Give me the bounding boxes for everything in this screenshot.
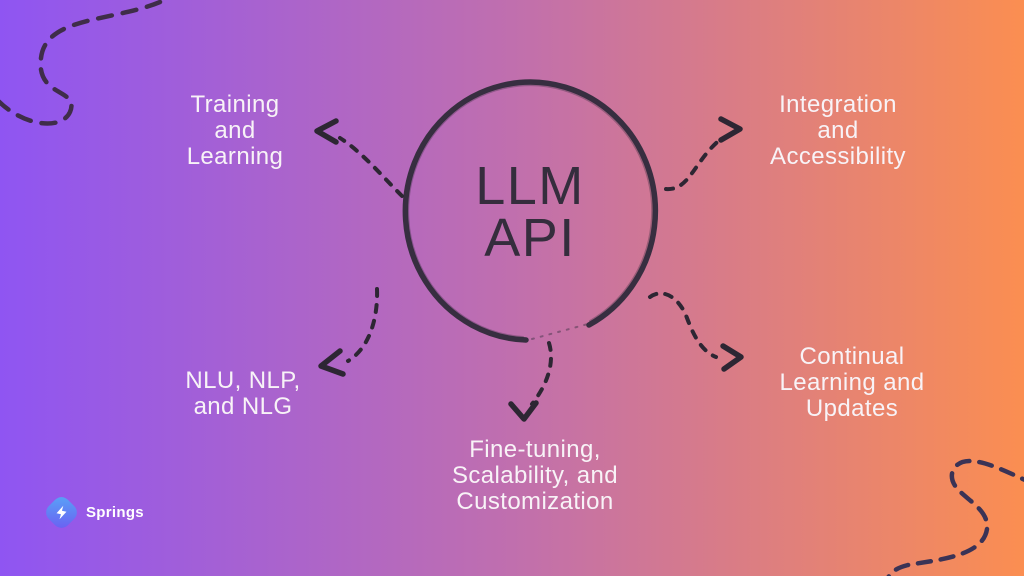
springs-logo-badge <box>42 493 81 532</box>
branch-label-integration: Integration and Accessibility <box>770 92 906 170</box>
finetuning-line-2: Scalability, and <box>451 462 619 489</box>
arrow-continual-head <box>720 343 744 372</box>
continual-line-1: Continual <box>799 343 905 370</box>
arrow-continual-trail <box>648 291 718 359</box>
training-line-2: and <box>214 117 256 144</box>
arrow-nlu-head <box>318 348 346 377</box>
arrow-training-head <box>314 118 339 145</box>
arrow-training-trail <box>338 136 404 198</box>
continual-line-2: Learning and <box>779 369 925 396</box>
lightning-bolt-icon <box>56 505 67 520</box>
arrow-integration-head <box>718 116 743 143</box>
brand-logo: Springs <box>42 493 144 532</box>
branch-label-finetuning: Fine-tuning, Scalability, and Customizat… <box>452 437 618 515</box>
training-line-1: Training <box>190 91 280 118</box>
center-node-line-2: API <box>484 208 576 268</box>
center-circle-gap-speckles <box>531 323 589 340</box>
arrow-finetuning-head <box>508 400 539 422</box>
center-node-label: LLM API <box>475 156 585 268</box>
integration-line-3: Accessibility <box>770 143 906 170</box>
finetuning-line-3: Customization <box>456 488 614 515</box>
center-circle <box>402 79 659 343</box>
center-node-line-1: LLM <box>475 156 585 216</box>
nlu-line-2: and NLG <box>193 393 293 420</box>
continual-line-3: Updates <box>805 395 899 422</box>
arrow-integration-trail <box>664 136 724 192</box>
branch-label-continual: Continual Learning and Updates <box>780 344 925 422</box>
center-circle-sketch-line <box>407 84 654 338</box>
finetuning-line-1: Fine-tuning, <box>469 436 601 463</box>
branch-label-training: Training and Learning <box>187 92 284 170</box>
nlu-line-1: NLU, NLP, <box>185 367 301 394</box>
squiggle-bottom-right <box>886 458 1024 576</box>
squiggle-top-left <box>0 0 163 126</box>
training-line-3: Learning <box>186 143 284 170</box>
arrow-nlu-trail <box>346 287 380 363</box>
integration-line-2: and <box>817 117 859 144</box>
integration-line-1: Integration <box>779 91 897 118</box>
arrow-finetuning-trail <box>530 341 553 406</box>
branch-label-nlu: NLU, NLP, and NLG <box>185 368 300 420</box>
brand-name: Springs <box>86 504 144 521</box>
